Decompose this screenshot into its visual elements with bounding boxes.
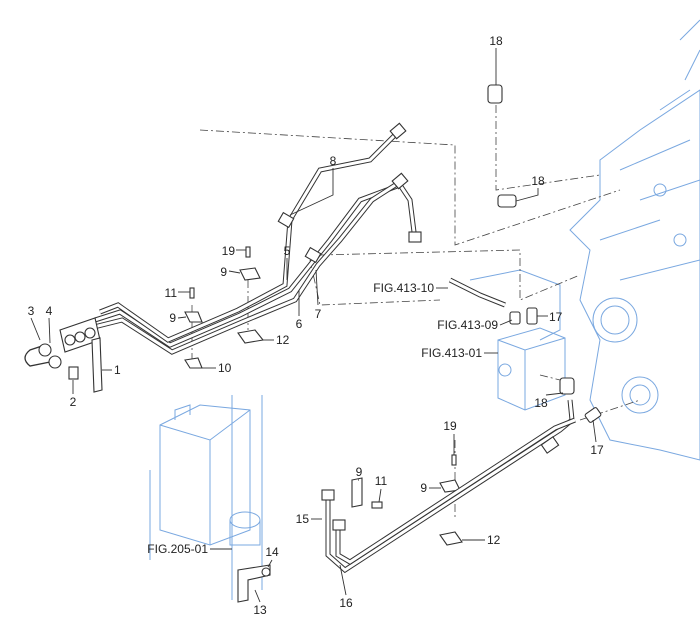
callout-11: 11 [165, 286, 178, 300]
battery-frame [149, 395, 263, 600]
leader-lines [30, 48, 597, 603]
callout-13: 13 [253, 603, 267, 617]
callout-5: 5 [284, 244, 291, 258]
callout-9: 9 [356, 465, 363, 479]
fig-413-01-ref: FIG.413-01 [421, 346, 482, 360]
fittings [448, 84, 602, 423]
callout-9: 9 [169, 311, 176, 325]
valve-block [497, 327, 566, 411]
callout-17: 17 [549, 310, 563, 324]
callout-12: 12 [276, 333, 290, 347]
callout-9: 9 [420, 481, 427, 495]
callout-1: 1 [114, 363, 121, 377]
fig-205-01-ref: FIG.205-01 [147, 542, 208, 556]
callout-11: 11 [375, 474, 388, 488]
callout-10: 10 [218, 361, 232, 375]
callout-9: 9 [220, 265, 227, 279]
fig-413-10-ref: FIG.413-10 [373, 281, 434, 295]
callout-14: 14 [265, 545, 279, 559]
callout-labels: 18 8 18 19 5 9 11 FIG.413-10 3 4 9 6 7 1… [28, 34, 604, 617]
callout-19: 19 [222, 244, 236, 258]
manifold-assembly [24, 317, 103, 393]
callout-8: 8 [330, 154, 337, 168]
callout-2: 2 [70, 395, 77, 409]
callout-18: 18 [489, 34, 503, 48]
fig-413-09-ref: FIG.413-09 [437, 318, 498, 332]
callout-16: 16 [339, 596, 353, 610]
callout-15: 15 [296, 512, 310, 526]
callout-18: 18 [534, 396, 548, 410]
callout-3: 3 [28, 304, 35, 318]
transmission-housing [469, 19, 700, 461]
callout-6: 6 [296, 317, 303, 331]
callout-12: 12 [487, 533, 501, 547]
upper-pipe-bundle [89, 122, 422, 355]
callout-7: 7 [315, 307, 322, 321]
callout-19: 19 [443, 419, 457, 433]
callout-17: 17 [590, 443, 604, 457]
callout-4: 4 [46, 304, 53, 318]
centerlines [191, 105, 641, 520]
callout-18: 18 [531, 174, 545, 188]
lower-pipe-bundle [237, 399, 576, 603]
